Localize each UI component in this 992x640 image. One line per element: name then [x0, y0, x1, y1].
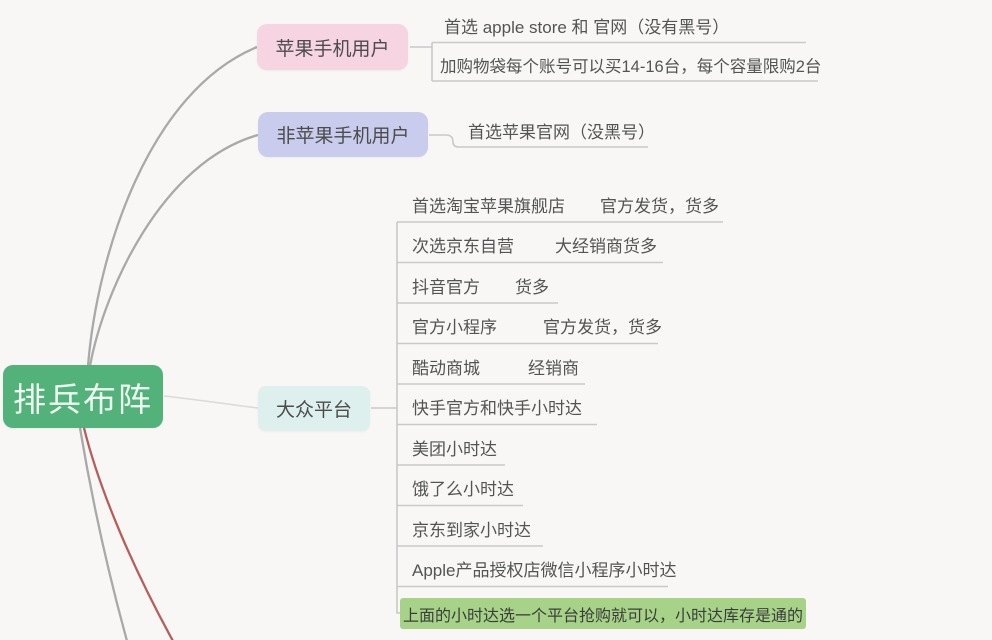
branch-node-apple-users[interactable]: 苹果手机用户 [257, 24, 408, 70]
leaf-apple-bag-limit[interactable]: 加购物袋每个账号可以买14-16台，每个容量限购2台 [440, 58, 822, 76]
highlight-node-hourly-delivery-tip[interactable]: 上面的小时达选一个平台抢购就可以，小时达库存是通的 [400, 598, 806, 629]
curve-root-down-gray [78, 427, 128, 640]
leaf-jd[interactable]: 次选京东自营 [412, 237, 514, 256]
leaf-jd-daojia[interactable]: 京东到家小时达 [412, 521, 531, 540]
leaf-taobao[interactable]: 首选淘宝苹果旗舰店 [412, 197, 565, 216]
leaf-apple-authorized[interactable]: Apple产品授权店微信小程序小时达 [412, 561, 677, 580]
leaf-meituan[interactable]: 美团小时达 [412, 440, 497, 459]
note-kudong[interactable]: 经销商 [528, 359, 579, 378]
leaf-nonapple-first-choice[interactable]: 首选苹果官网（没黑号） [468, 123, 655, 142]
leaf-miniprogram[interactable]: 官方小程序 [412, 318, 497, 337]
note-douyin[interactable]: 货多 [515, 278, 549, 297]
curve-root-to-nonapple [88, 133, 259, 367]
curve-root-to-apple [86, 45, 258, 367]
root-node[interactable]: 排兵布阵 [3, 365, 163, 428]
leaf-eleme[interactable]: 饿了么小时达 [412, 480, 514, 499]
branch-node-non-apple-users[interactable]: 非苹果手机用户 [258, 112, 428, 157]
leaf-apple-first-choice[interactable]: 首选 apple store 和 官网（没有黑号） [444, 18, 730, 37]
leaf-kudong[interactable]: 酷动商城 [412, 359, 480, 378]
note-miniprogram[interactable]: 官方发货，货多 [543, 318, 662, 337]
branch-node-mass-platforms[interactable]: 大众平台 [258, 386, 370, 431]
line-root-to-mass [163, 395, 259, 409]
leaf-douyin[interactable]: 抖音官方 [412, 278, 480, 297]
note-taobao[interactable]: 官方发货，货多 [600, 197, 719, 216]
leaf-kuaishou[interactable]: 快手官方和快手小时达 [412, 399, 582, 418]
curve-root-down-red [82, 427, 174, 640]
note-jd[interactable]: 大经销商货多 [555, 237, 657, 256]
